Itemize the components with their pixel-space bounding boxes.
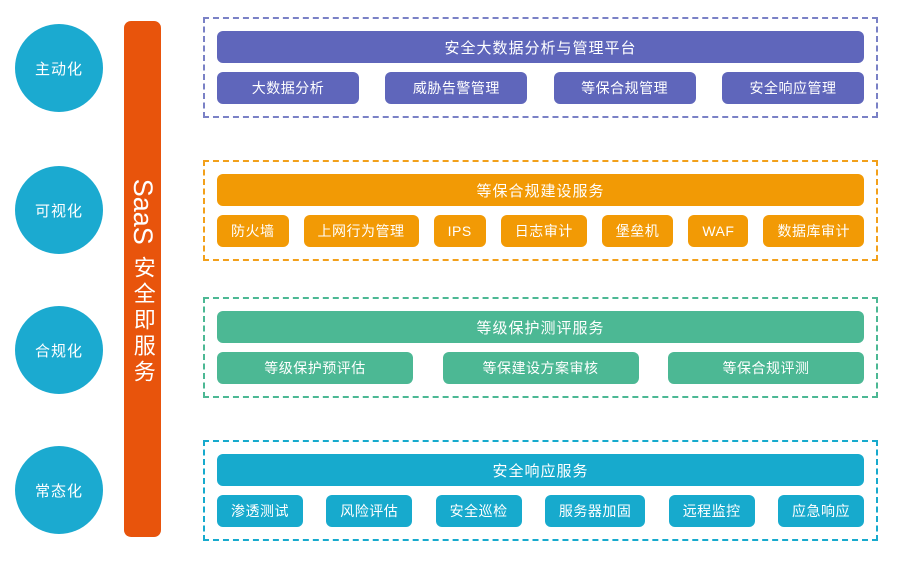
saas-spine-cjk-label: 安全即服务 bbox=[130, 255, 156, 386]
block-item-row: 防火墙 上网行为管理 IPS 日志审计 堡垒机 WAF 数据库审计 bbox=[217, 215, 864, 247]
service-pill[interactable]: 安全响应管理 bbox=[721, 72, 864, 104]
service-pill[interactable]: 日志审计 bbox=[500, 215, 587, 247]
service-pill[interactable]: 安全巡检 bbox=[435, 495, 522, 527]
service-pill[interactable]: 威胁告警管理 bbox=[385, 72, 528, 104]
block-banner: 等级保护测评服务 bbox=[217, 311, 864, 343]
stage-circle-2[interactable]: 合规化 bbox=[15, 306, 103, 394]
service-pill[interactable]: 风险评估 bbox=[326, 495, 413, 527]
service-block-security-response: 安全响应服务 渗透测试 风险评估 安全巡检 服务器加固 远程监控 应急响应 bbox=[203, 440, 878, 541]
service-block-grading-evaluation: 等级保护测评服务 等级保护预评估 等保建设方案审核 等保合规评测 bbox=[203, 297, 878, 398]
stage-circle-label: 常态化 bbox=[34, 482, 83, 500]
service-pill[interactable]: 渗透测试 bbox=[217, 495, 303, 527]
service-pill[interactable]: 堡垒机 bbox=[601, 215, 674, 247]
block-banner: 等保合规建设服务 bbox=[217, 174, 864, 206]
stage-circle-label: 可视化 bbox=[34, 202, 83, 220]
service-pill[interactable]: 上网行为管理 bbox=[303, 215, 419, 247]
service-pill[interactable]: 防火墙 bbox=[217, 215, 289, 247]
service-pill[interactable]: IPS bbox=[433, 215, 486, 247]
service-pill[interactable]: 等保合规管理 bbox=[553, 72, 696, 104]
stage-circle-1[interactable]: 可视化 bbox=[15, 166, 103, 254]
service-block-compliance-construction: 等保合规建设服务 防火墙 上网行为管理 IPS 日志审计 堡垒机 WAF 数据库… bbox=[203, 160, 878, 261]
service-pill[interactable]: 数据库审计 bbox=[763, 215, 864, 247]
service-pill[interactable]: 大数据分析 bbox=[217, 72, 359, 104]
block-banner: 安全大数据分析与管理平台 bbox=[217, 31, 864, 63]
block-item-row: 大数据分析 威胁告警管理 等保合规管理 安全响应管理 bbox=[217, 72, 864, 104]
saas-spine-bar: SaaS 安全即服务 bbox=[124, 21, 161, 537]
stage-circle-0[interactable]: 主动化 bbox=[15, 24, 103, 112]
service-pill[interactable]: 远程监控 bbox=[668, 495, 755, 527]
stage-circle-3[interactable]: 常态化 bbox=[15, 446, 103, 534]
service-pill[interactable]: 等保建设方案审核 bbox=[442, 352, 639, 384]
stage-circle-label: 合规化 bbox=[34, 342, 83, 360]
saas-spine-latin-label: SaaS bbox=[128, 178, 159, 246]
stage-circle-label: 主动化 bbox=[34, 60, 83, 78]
service-pill[interactable]: 服务器加固 bbox=[544, 495, 646, 527]
service-pill[interactable]: 应急响应 bbox=[777, 495, 864, 527]
block-item-row: 等级保护预评估 等保建设方案审核 等保合规评测 bbox=[217, 352, 864, 384]
service-pill[interactable]: WAF bbox=[688, 215, 749, 247]
service-block-big-data-platform: 安全大数据分析与管理平台 大数据分析 威胁告警管理 等保合规管理 安全响应管理 bbox=[203, 17, 878, 118]
block-banner: 安全响应服务 bbox=[217, 454, 864, 486]
service-pill[interactable]: 等级保护预评估 bbox=[217, 352, 413, 384]
service-pill[interactable]: 等保合规评测 bbox=[668, 352, 864, 384]
block-item-row: 渗透测试 风险评估 安全巡检 服务器加固 远程监控 应急响应 bbox=[217, 495, 864, 527]
